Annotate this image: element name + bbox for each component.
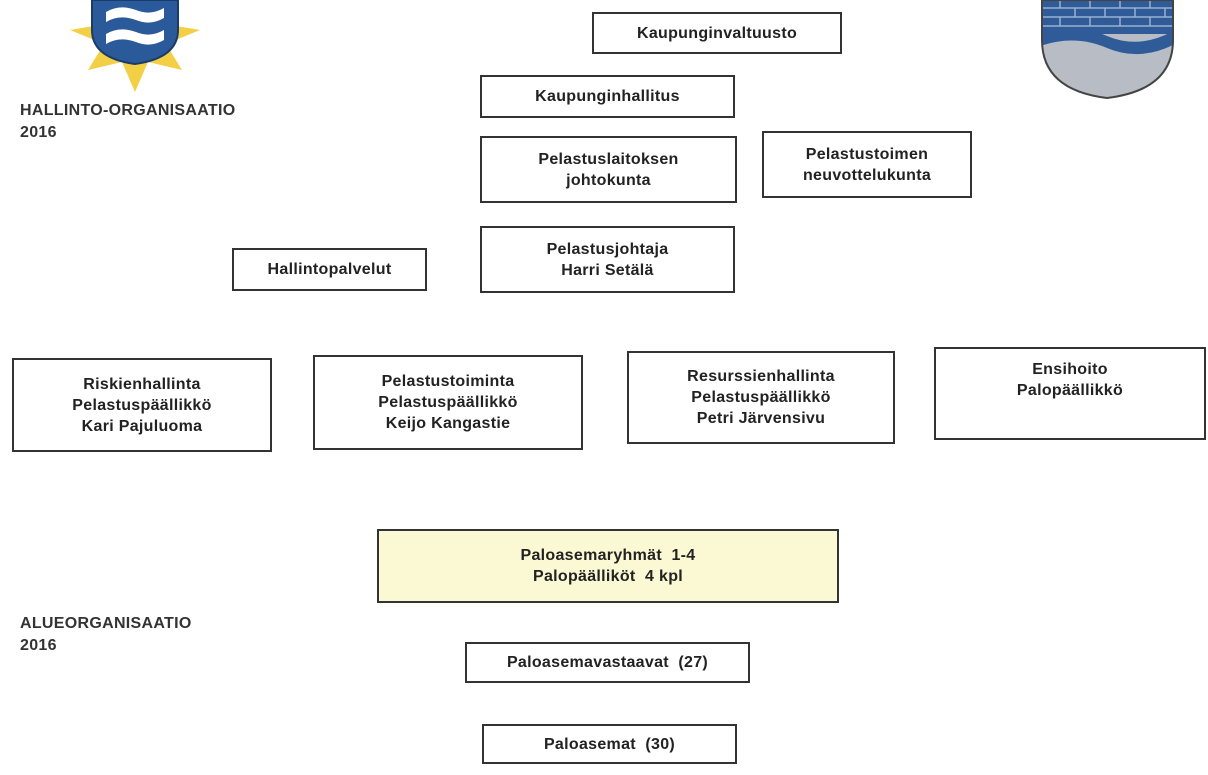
ensihoito-box: Ensihoito Palopäällikkö	[934, 347, 1206, 440]
pelastuslaitoksen-johtokunta-box: Pelastuslaitoksen johtokunta	[480, 136, 737, 203]
hallintopalvelut-box: Hallintopalvelut	[232, 248, 427, 291]
paloasemavastaavat-box: Paloasemavastaavat (27)	[465, 642, 750, 683]
pelastusjohtaja-box: Pelastusjohtaja Harri Setälä	[480, 226, 735, 293]
hallinto-organisaatio-label: HALLINTO-ORGANISAATIO 2016	[20, 102, 236, 141]
paloasemat-box: Paloasemat (30)	[482, 724, 737, 764]
pelastustoimen-neuvottelukunta-box: Pelastustoimen neuvottelukunta	[762, 131, 972, 198]
pelastustoiminta-box: Pelastustoiminta Pelastuspäällikkö Keijo…	[313, 355, 583, 450]
kaupunginvaltuusto-box: Kaupunginvaltuusto	[592, 12, 842, 54]
alueorganisaatio-label: ALUEORGANISAATIO 2016	[20, 615, 192, 654]
city-coat-of-arms-icon	[1041, 0, 1174, 100]
rescue-department-crest-icon	[70, 0, 200, 92]
riskienhallinta-box: Riskienhallinta Pelastuspäällikkö Kari P…	[12, 358, 272, 452]
kaupunginhallitus-box: Kaupunginhallitus	[480, 75, 735, 118]
resurssienhallinta-box: Resurssienhallinta Pelastuspäällikkö Pet…	[627, 351, 895, 444]
paloasemaryhmat-box: Paloasemaryhmät 1-4 Palopäälliköt 4 kpl	[377, 529, 839, 603]
